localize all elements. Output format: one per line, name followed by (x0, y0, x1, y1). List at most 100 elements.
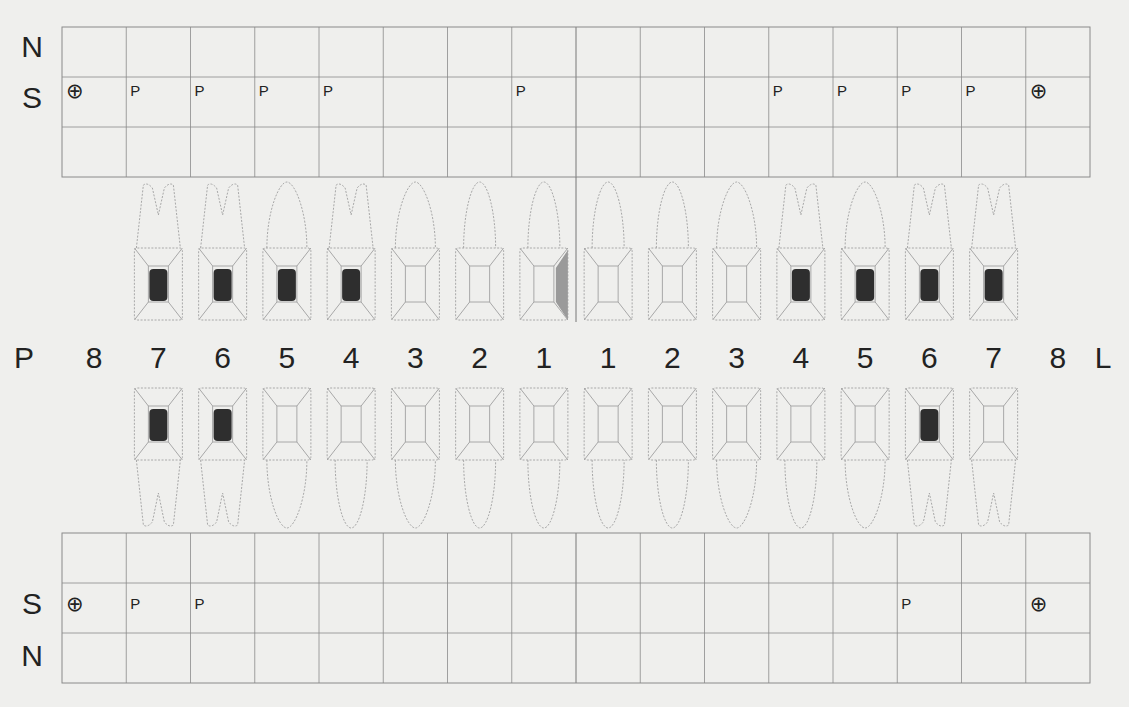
tooth-surface-line (233, 442, 247, 460)
filling-mark (214, 409, 232, 441)
tooth-occlusal (148, 406, 168, 442)
cell-mark: P (195, 596, 205, 611)
tooth-outline (584, 182, 632, 320)
tooth-occlusal (662, 266, 682, 302)
tooth-surface-line (648, 442, 662, 460)
tooth-surface-line (297, 302, 311, 320)
tooth-root (464, 460, 496, 528)
tooth-surface-line (361, 248, 375, 266)
tooth-root (528, 182, 560, 248)
tooth-surface-line (263, 388, 277, 406)
tooth-surface-line (841, 248, 855, 266)
tooth-outline (391, 388, 439, 528)
tooth-crown (456, 248, 504, 320)
tooth-surface-line (520, 248, 534, 266)
surface-filling (556, 250, 568, 320)
tooth-surface-line (554, 442, 568, 460)
tooth-outline (777, 184, 825, 320)
filling-mark (856, 269, 874, 301)
tooth-surface-line (490, 302, 504, 320)
tooth-occlusal (855, 406, 875, 442)
tooth-surface-line (811, 442, 825, 460)
cell-mark: ⊕ (66, 80, 84, 101)
tooth-surface-line (1004, 302, 1018, 320)
tooth-surface-line (875, 388, 889, 406)
tooth-surface-line (584, 388, 598, 406)
tooth-surface-line (682, 388, 696, 406)
grid-border (62, 533, 1090, 683)
tooth-surface-line (747, 248, 761, 266)
tooth-surface-line (199, 442, 213, 460)
tooth-outline (970, 184, 1018, 320)
tooth-number: 4 (793, 343, 810, 373)
tooth-outline (327, 388, 375, 528)
row-label: S (22, 83, 42, 113)
tooth-surface-line (905, 388, 919, 406)
cell-mark: ⊕ (1030, 593, 1048, 614)
tooth-outline (391, 182, 439, 320)
tooth-occlusal (791, 406, 811, 442)
tooth-crown (841, 388, 889, 460)
tooth-surface-line (520, 388, 534, 406)
tooth-surface-line (618, 388, 632, 406)
grid-column-line (897, 27, 898, 177)
tooth-crown (841, 248, 889, 320)
cell-mark: P (966, 83, 976, 98)
tooth-surface-line (970, 248, 984, 266)
tooth-surface-line (939, 302, 953, 320)
tooth-occlusal (470, 266, 490, 302)
tooth-occlusal (791, 266, 811, 302)
tooth-crown (391, 248, 439, 320)
tooth-surface-line (168, 302, 182, 320)
tooth-root (136, 460, 180, 526)
tooth-surface-line (490, 442, 504, 460)
filling-mark (149, 269, 167, 301)
tooth-surface-line (713, 248, 727, 266)
tooth-outline (648, 182, 696, 320)
tooth-outline (520, 182, 568, 320)
tooth-occlusal (534, 266, 554, 302)
tooth-surface-line (584, 302, 598, 320)
tooth-number: 8 (86, 343, 103, 373)
tooth-root (335, 460, 367, 528)
tooth-outline (713, 182, 761, 320)
cell-mark: P (901, 596, 911, 611)
tooth-surface-line (841, 302, 855, 320)
tooth-occlusal (213, 266, 233, 302)
tooth-outline (841, 388, 889, 528)
tooth-occlusal (405, 406, 425, 442)
grid-column-line (1025, 533, 1026, 683)
cell-mark: P (837, 83, 847, 98)
tooth-surface-line (327, 248, 341, 266)
grid-column-line (704, 27, 705, 177)
tooth-occlusal (341, 266, 361, 302)
tooth-surface-line (297, 388, 311, 406)
tooth-surface-line (713, 302, 727, 320)
tooth-occlusal (470, 406, 490, 442)
tooth-surface-line (327, 388, 341, 406)
tooth-root (329, 184, 373, 248)
tooth-surface-line (134, 302, 148, 320)
tooth-surface-line (682, 248, 696, 266)
tooth-surface-line (490, 248, 504, 266)
tooth-surface-line (747, 302, 761, 320)
tooth-surface-line (456, 248, 470, 266)
tooth-surface-line (618, 302, 632, 320)
tooth-surface-line (777, 302, 791, 320)
tooth-root (267, 182, 307, 248)
cell-mark: ⊕ (66, 593, 84, 614)
tooth-crown (970, 248, 1018, 320)
tooth-surface-line (970, 302, 984, 320)
tooth-surface-line (1004, 388, 1018, 406)
tooth-surface-line (168, 442, 182, 460)
tooth-surface-line (361, 442, 375, 460)
tooth-surface-line (456, 302, 470, 320)
tooth-root (845, 182, 885, 248)
filling-mark (920, 269, 938, 301)
grid-column-line (961, 533, 962, 683)
tooth-surface-line (970, 442, 984, 460)
grid-column-line (768, 533, 769, 683)
tooth-number: 2 (471, 343, 488, 373)
tooth-surface-line (168, 388, 182, 406)
grid-column-line (319, 533, 320, 683)
